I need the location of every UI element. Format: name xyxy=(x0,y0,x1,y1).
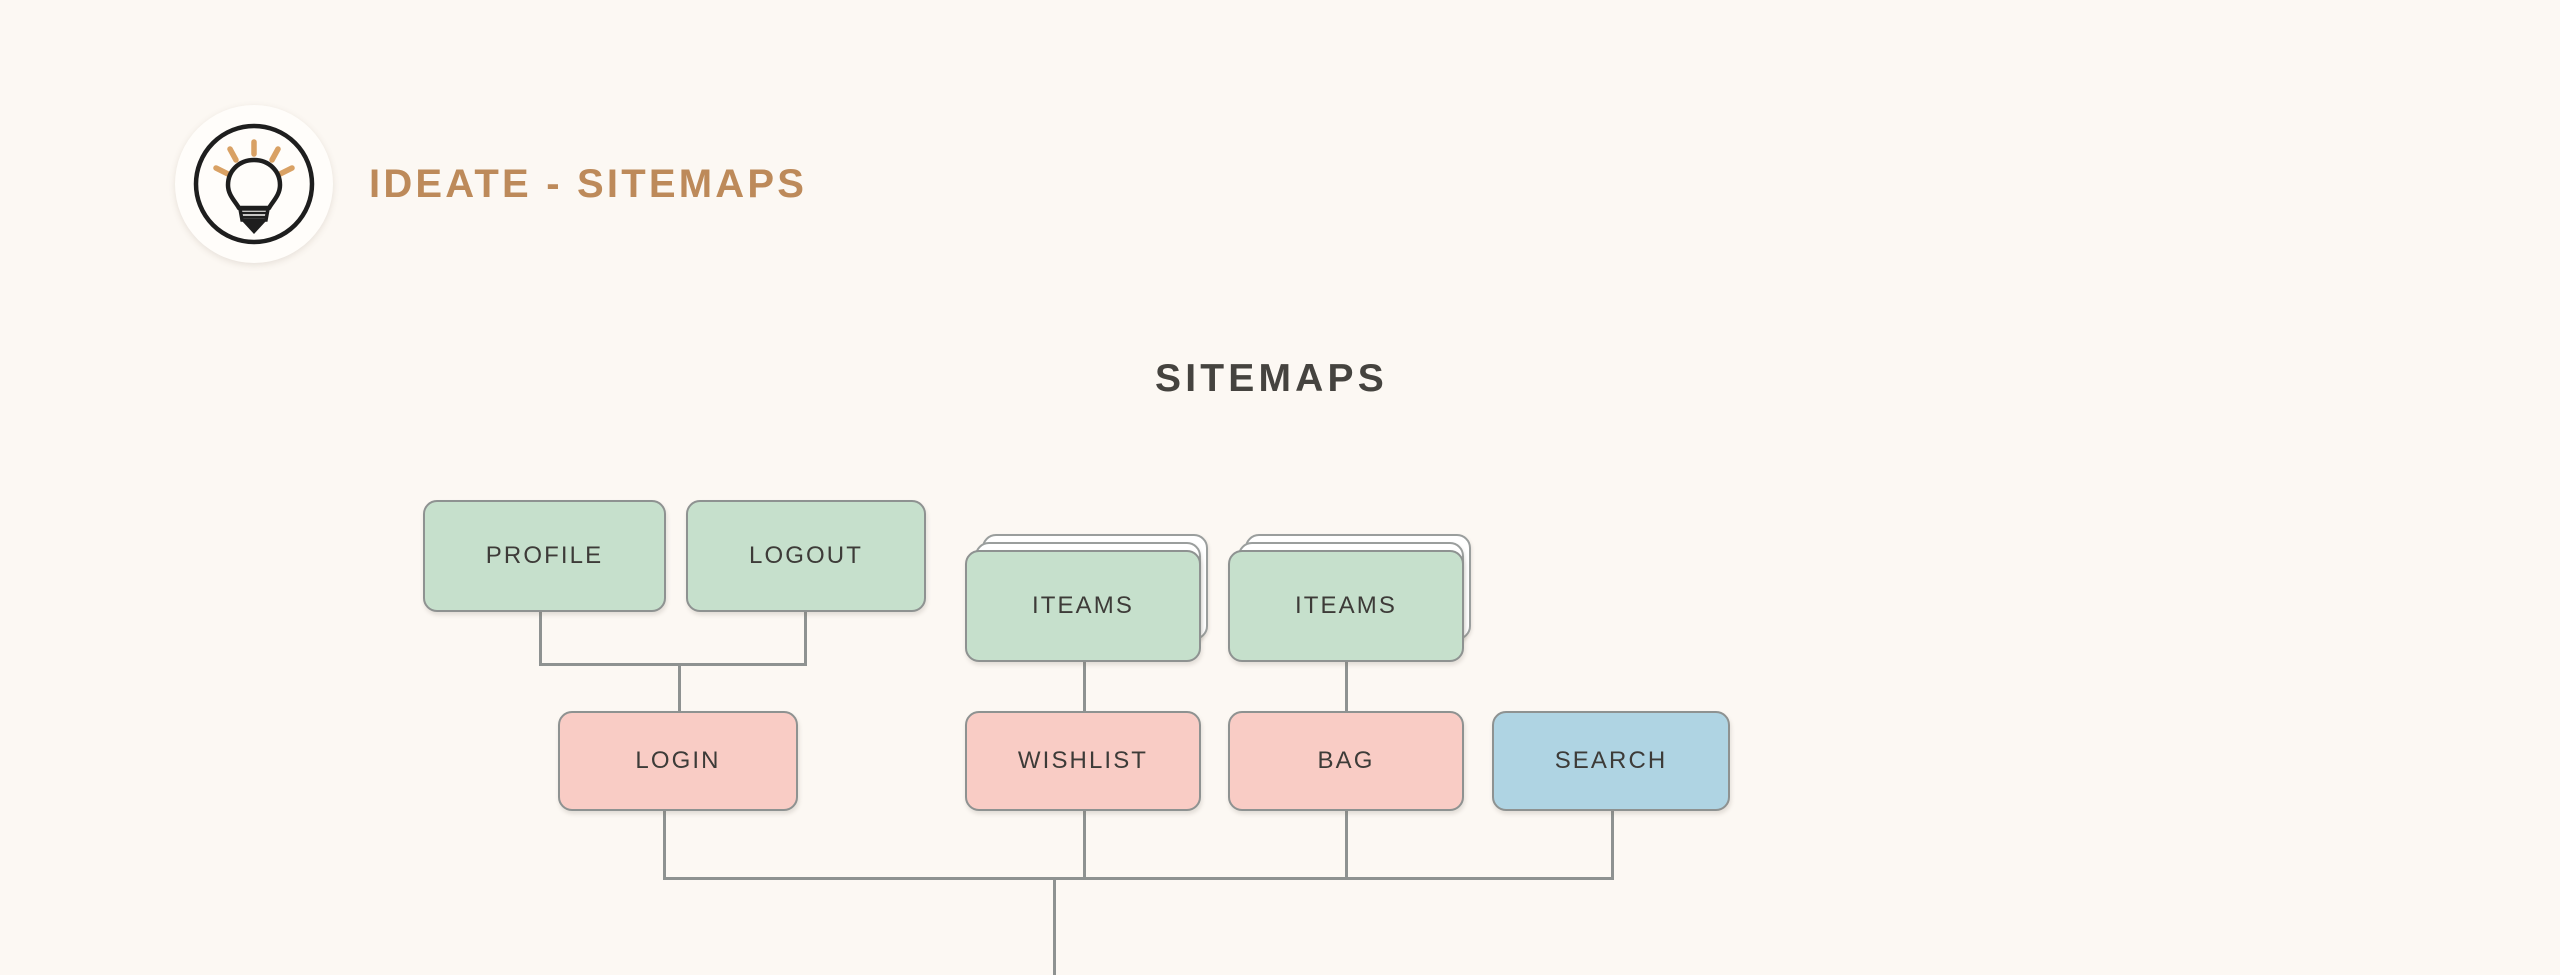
node-label: PROFILE xyxy=(485,542,604,569)
connector-login-down xyxy=(663,811,666,879)
connector-logout-down xyxy=(804,612,807,665)
connector-bag-down xyxy=(1345,811,1348,879)
node-label: ITEAMS xyxy=(1295,592,1397,619)
section-title: SITEMAPS xyxy=(1155,357,1388,400)
lightbulb-icon xyxy=(175,105,333,263)
page-header: IDEATE - SITEMAPS xyxy=(175,105,807,263)
node-label: SEARCH xyxy=(1554,747,1668,774)
node-search[interactable]: SEARCH xyxy=(1492,711,1730,811)
connector-to-login xyxy=(678,663,681,712)
node-profile[interactable]: PROFILE xyxy=(423,500,666,612)
node-label: WISHLIST xyxy=(1017,747,1149,774)
connector-login-parents-bar xyxy=(539,663,807,666)
connector-iteams2-to-bag xyxy=(1345,662,1348,712)
connector-wishlist-down xyxy=(1083,811,1086,879)
connector-iteams1-to-wishlist xyxy=(1083,662,1086,712)
connector-search-down xyxy=(1611,811,1614,879)
node-wishlist[interactable]: WISHLIST xyxy=(965,711,1201,811)
node-iteams-1[interactable]: ITEAMS xyxy=(965,550,1201,662)
node-bag[interactable]: BAG xyxy=(1228,711,1464,811)
connector-profile-down xyxy=(539,612,542,665)
node-login[interactable]: LOGIN xyxy=(558,711,798,811)
node-label: LOGOUT xyxy=(749,542,863,569)
node-label: ITEAMS xyxy=(1032,592,1134,619)
node-label: LOGIN xyxy=(635,747,721,774)
connector-trunk-down xyxy=(1053,877,1056,975)
node-logout[interactable]: LOGOUT xyxy=(686,500,926,612)
node-label: BAG xyxy=(1317,747,1375,774)
page-title: IDEATE - SITEMAPS xyxy=(369,161,808,206)
node-iteams-2[interactable]: ITEAMS xyxy=(1228,550,1464,662)
connector-trunk-bar xyxy=(663,877,1614,880)
